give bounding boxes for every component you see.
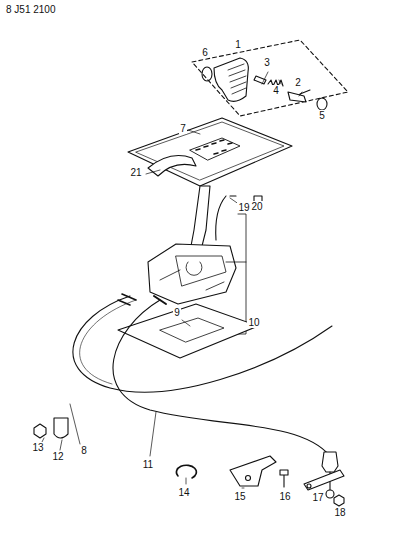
callout-number: 19 — [237, 202, 250, 213]
callout-number: 18 — [333, 507, 346, 518]
clip — [148, 156, 196, 176]
cable-boot — [322, 452, 338, 472]
callout-number: 1 — [234, 39, 242, 50]
callout-number: 15 — [233, 491, 246, 502]
shift-knob — [214, 58, 248, 101]
washer — [317, 98, 327, 110]
shifter-housing — [148, 244, 236, 304]
rod — [216, 196, 226, 240]
callout-number: 10 — [247, 317, 260, 328]
callout-number: 21 — [129, 167, 142, 178]
callout-number: 9 — [173, 307, 181, 318]
callout-number: 20 — [250, 201, 263, 212]
gasket — [118, 304, 258, 358]
pin — [230, 195, 236, 196]
cable-bracket — [230, 456, 276, 486]
callout-number: 14 — [177, 487, 190, 498]
callout-number: 7 — [179, 123, 187, 134]
callout-number: 8 — [80, 445, 88, 456]
cable — [73, 296, 332, 392]
lever — [304, 470, 344, 490]
callout-number: 4 — [272, 85, 280, 96]
callout-number: 16 — [278, 491, 291, 502]
callout-number: 5 — [318, 110, 326, 121]
callout-number: 13 — [31, 442, 44, 453]
leader-line — [42, 72, 302, 488]
cable — [113, 300, 330, 456]
callout-number: 17 — [311, 492, 324, 503]
nut — [34, 424, 46, 438]
nut — [334, 495, 344, 506]
bolt — [280, 470, 288, 487]
callout-number: 12 — [51, 451, 64, 462]
snap-ring — [176, 465, 196, 478]
callout-number: 6 — [201, 47, 209, 58]
bezel-plate — [128, 118, 292, 186]
callout-number: 3 — [263, 57, 271, 68]
reference-code: 8 J51 2100 — [5, 4, 57, 15]
washer — [202, 67, 212, 81]
callout-number: 11 — [142, 459, 154, 470]
callout-number: 2 — [294, 77, 302, 88]
group-box — [192, 40, 348, 116]
clip — [54, 418, 68, 438]
